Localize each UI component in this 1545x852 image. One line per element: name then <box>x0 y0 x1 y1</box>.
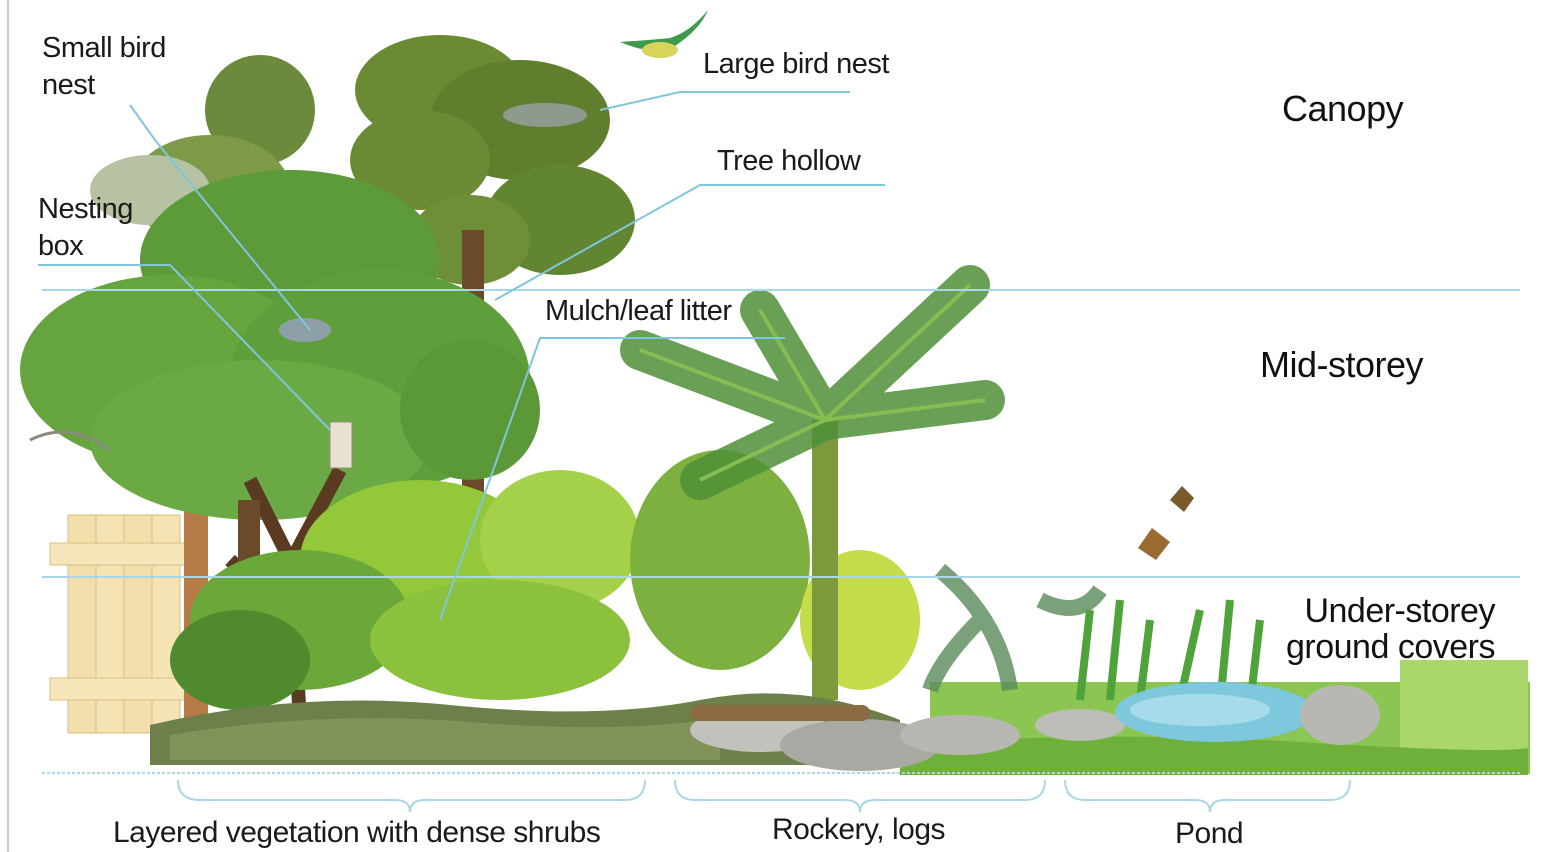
wooden-fence <box>50 500 208 733</box>
zone-brackets <box>178 780 1350 812</box>
layer-label-under-storey: Under-storey ground covers <box>1286 593 1495 665</box>
layer-label-canopy: Canopy <box>1282 90 1403 128</box>
flying-bird <box>620 10 708 58</box>
label-mulch-leaf-litter: Mulch/leaf litter <box>545 293 732 330</box>
label-small-bird-nest: Small bird nest <box>42 30 166 104</box>
label-nesting-box: Nesting box <box>38 191 133 265</box>
zone-label-rockery: Rockery, logs <box>772 811 945 848</box>
label-large-bird-nest: Large bird nest <box>703 46 889 83</box>
butterflies <box>1138 486 1194 560</box>
layer-label-mid-storey: Mid-storey <box>1260 346 1423 384</box>
pond <box>1115 682 1380 745</box>
label-tree-hollow: Tree hollow <box>717 143 860 180</box>
zone-label-vegetation: Layered vegetation with dense shrubs <box>113 814 600 851</box>
zone-label-pond: Pond <box>1175 815 1243 852</box>
